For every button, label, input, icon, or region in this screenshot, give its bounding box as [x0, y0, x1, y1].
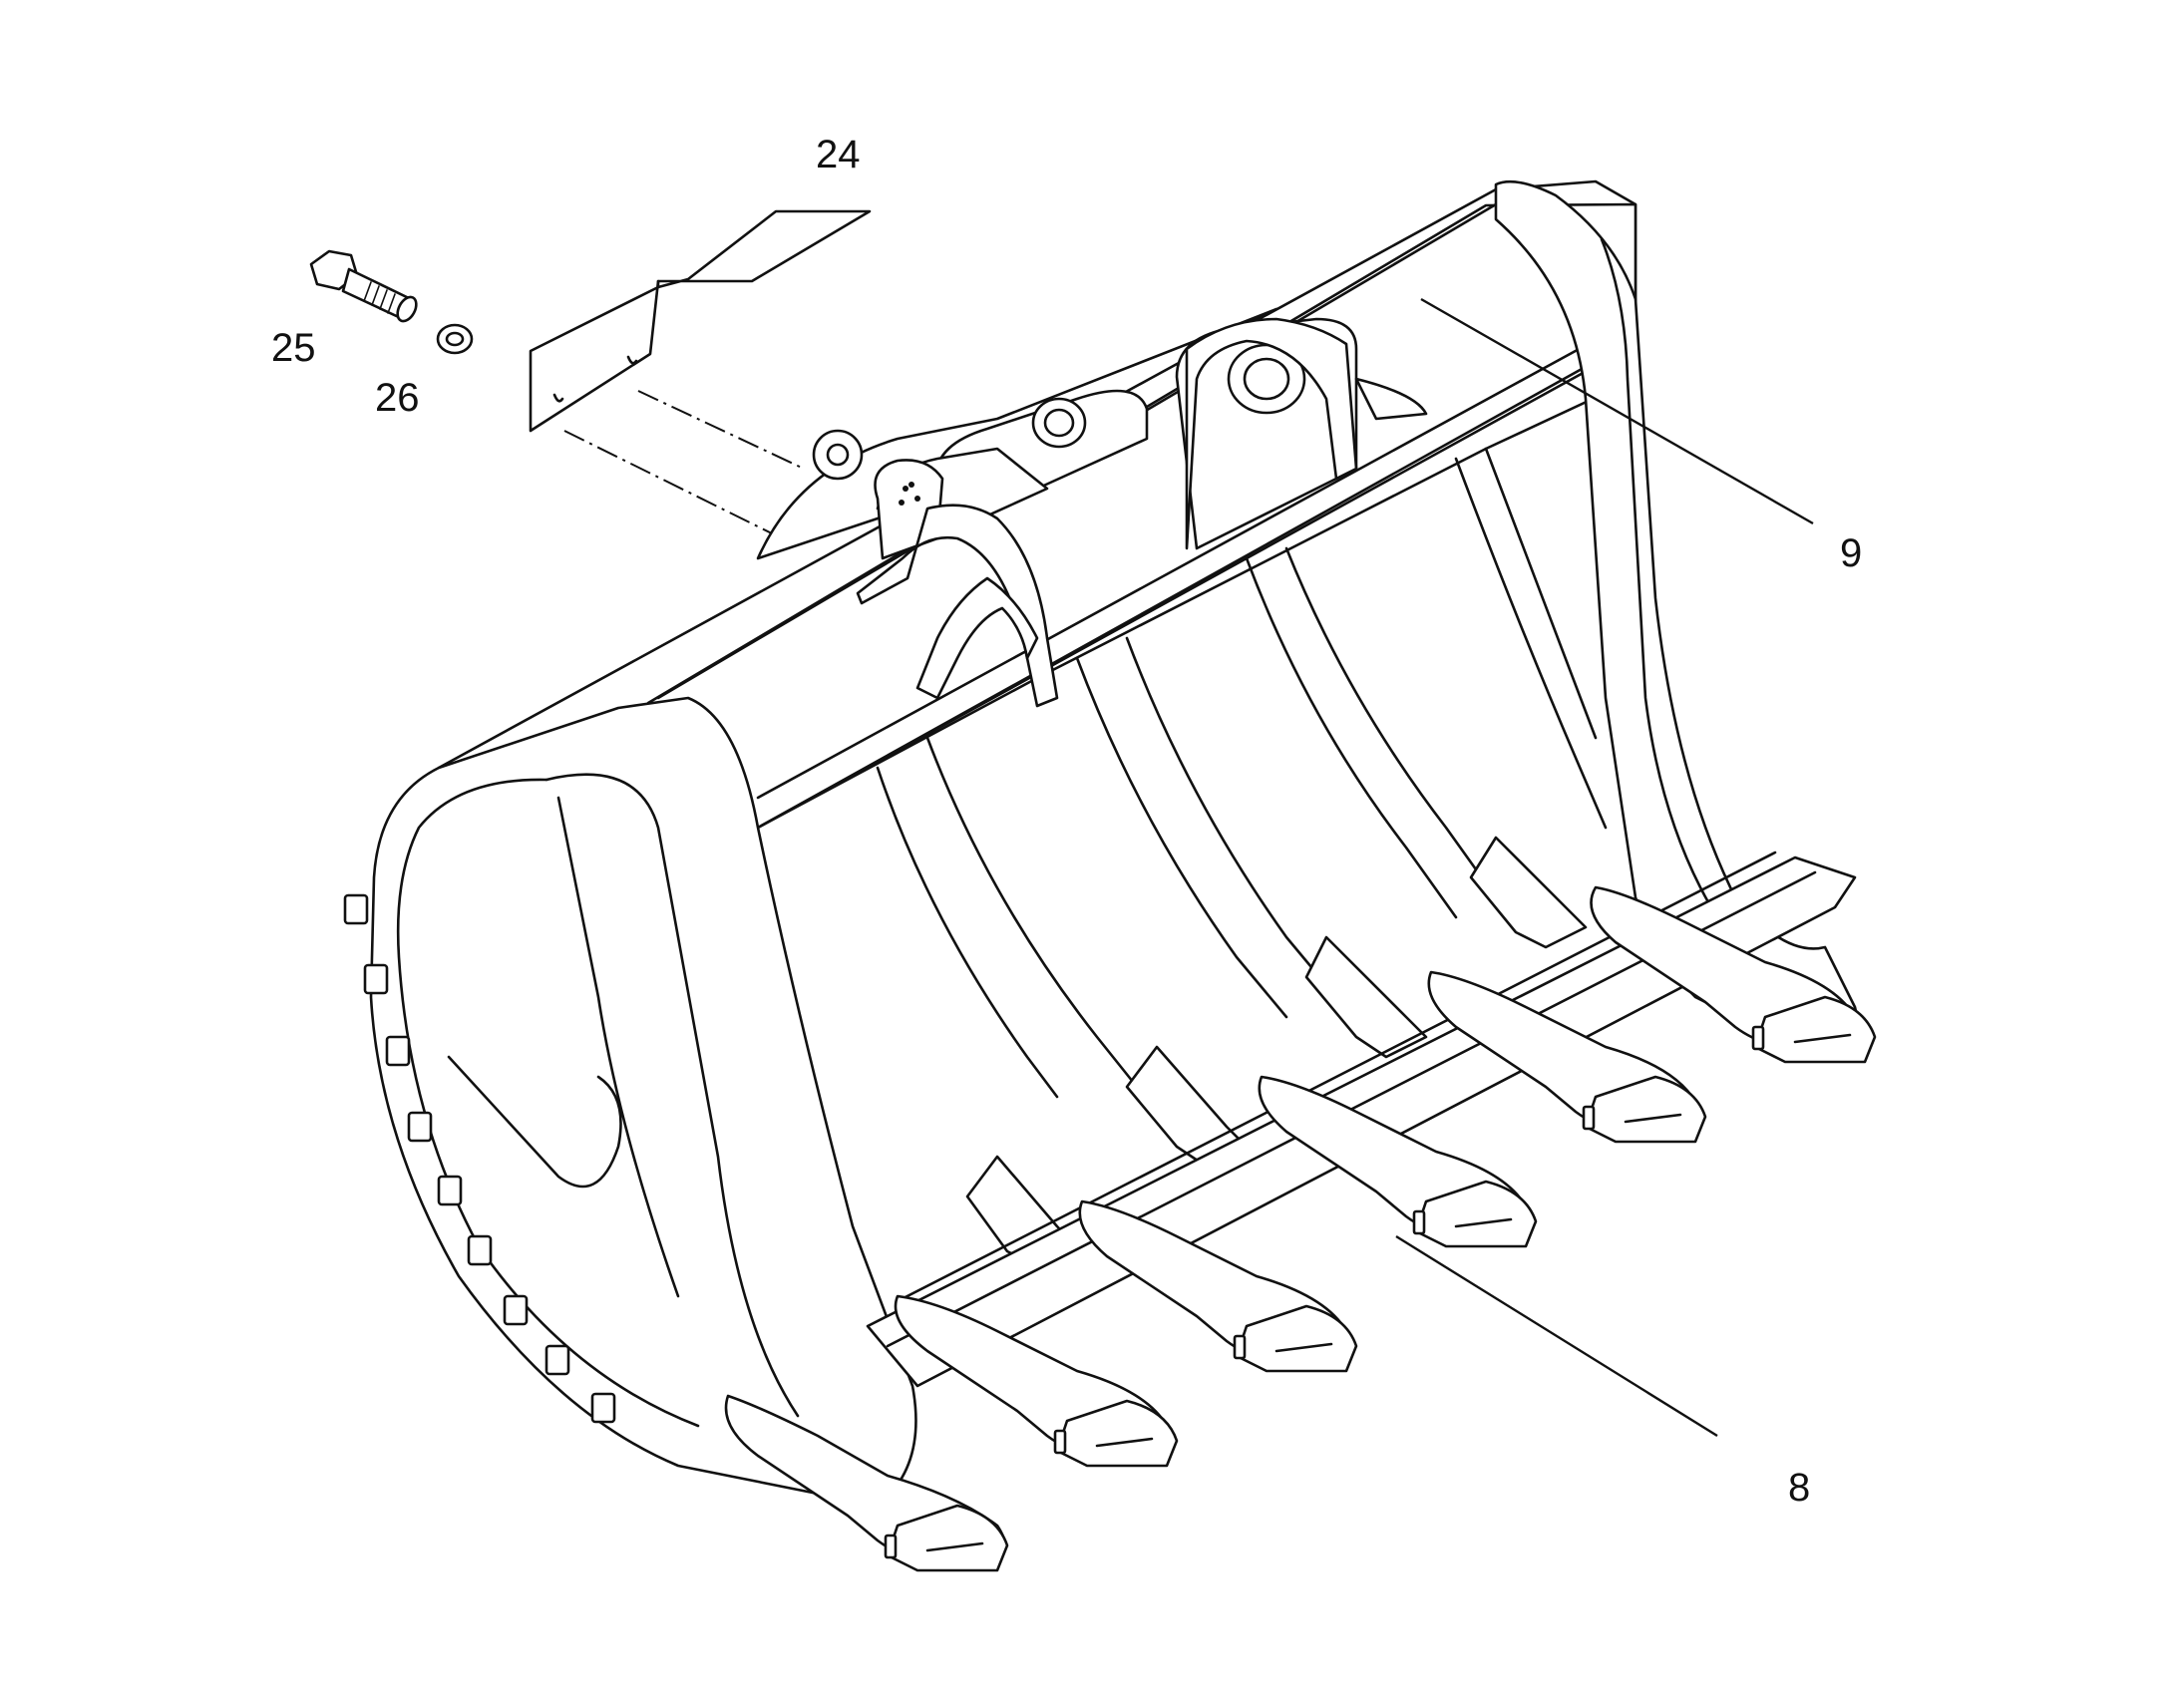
callout-26: 26	[375, 376, 420, 420]
pivot-bracket-right	[1175, 317, 1428, 550]
tooth-2	[894, 1294, 1179, 1468]
link-arm-left	[856, 504, 1059, 708]
tooth-6	[1590, 885, 1877, 1064]
plate-part[interactable]	[529, 209, 872, 433]
callout-8: 8	[1788, 1466, 1810, 1510]
leader-8	[1395, 1234, 1718, 1438]
assembly-line-lower	[563, 430, 783, 539]
bucket-body	[343, 179, 1877, 1572]
inner-ribs	[876, 447, 1608, 1099]
tooth-3	[1078, 1199, 1358, 1373]
tooth-1	[724, 1394, 1009, 1572]
bolt-part[interactable]	[309, 249, 420, 324]
callout-24: 24	[816, 133, 861, 176]
side-wear-pads	[343, 893, 616, 1424]
callout-25: 25	[271, 326, 316, 370]
assembly-line-upper	[637, 390, 805, 470]
tooth-5	[1427, 970, 1707, 1144]
bucket-teeth	[724, 885, 1877, 1572]
tooth-4	[1258, 1075, 1538, 1248]
washer-part[interactable]	[436, 323, 474, 355]
callout-9: 9	[1840, 531, 1862, 575]
leader-9	[1420, 297, 1814, 525]
